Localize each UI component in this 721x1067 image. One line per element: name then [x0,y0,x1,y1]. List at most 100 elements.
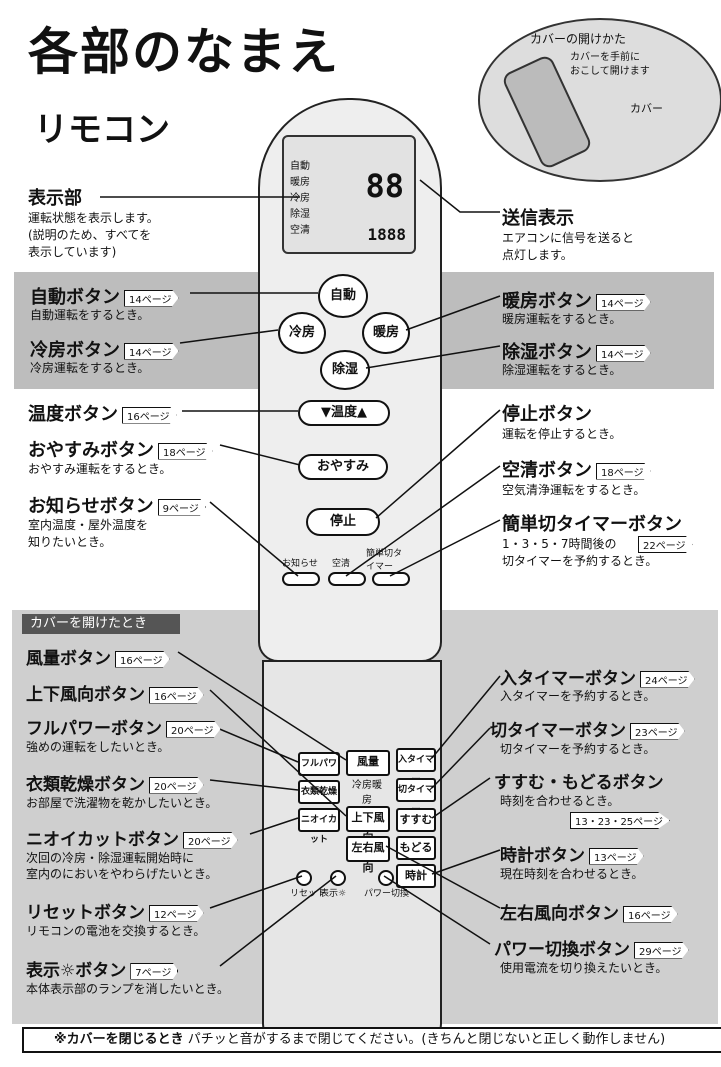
cover-inset-label: カバー [630,102,663,115]
on-timer-button-page: 24ページ [640,670,695,688]
lcd-row: 冷房 [290,193,310,204]
display-label: 表示部 [28,188,82,209]
dry-button-desc: 除湿運転をするとき。 [502,363,622,377]
odor-button-title: ニオイカットボタン [26,830,179,850]
temp-down-icon[interactable]: ▼ [320,405,331,420]
lcd-digits: 88 [365,167,404,205]
footer-note: ※カバーを閉じるとき パチッと音がするまで閉じてください。(きちんと閉じないと正… [22,1027,721,1053]
sleep-button-page: 18ページ [158,442,213,460]
on-timer-button-title: 入タイマーボタン [500,669,636,689]
stop-key[interactable]: 停止 [306,508,380,536]
page-title: 各部のなまえ [28,23,340,81]
odor-button-desc-2: 室内のにおいをやわらげたいとき。 [26,867,218,881]
display-button-title: 表示☼ボタン [26,961,127,981]
advance-button-page: 13・23・25ページ [570,812,670,829]
display-desc-3: 表示しています) [28,245,117,259]
page-subtitle: リモコン [34,110,170,150]
advance-key[interactable]: すすむ [396,808,436,832]
off-timer-button-title: 切タイマーボタン [490,721,626,741]
horizontal-button-title: 左右風向ボタン [500,904,619,924]
auto-button-desc: 自動運転をするとき。 [30,308,150,322]
horizontal-key[interactable]: 左右風向 [346,836,390,874]
clothes-button-desc: お部屋で洗濯物を乾かしたいとき。 [26,796,218,810]
sleep-button-title: おやすみボタン [28,440,154,461]
easy-timer-button-desc-1: 1・3・5・7時間後の [502,537,617,551]
display-button-desc: 本体表示部のランプを消したいとき。 [26,982,230,996]
sleep-key[interactable]: おやすみ [298,454,388,480]
clean-key[interactable] [328,572,366,586]
power-switch-button-page: 29ページ [634,941,689,959]
lcd-row: 除湿 [290,209,310,220]
back-key[interactable]: もどる [396,836,436,860]
temp-button-page: 16ページ [122,406,177,424]
clock-key[interactable]: 時計 [396,864,436,888]
clean-button-title: 空清ボタン [502,460,592,481]
temp-up-icon[interactable]: ▲ [357,405,367,420]
fullpower-button-desc: 強めの運転をしたいとき。 [26,740,170,754]
notify-key[interactable] [282,572,320,586]
clock-button-desc: 現在時刻を合わせるとき。 [500,867,644,881]
on-timer-button-desc: 入タイマーを予約するとき。 [500,689,656,703]
off-timer-button-desc: 切タイマーを予約するとき。 [500,742,656,756]
clothes-button-title: 衣類乾燥ボタン [26,775,145,795]
stop-button-desc: 運転を停止するとき。 [502,427,622,441]
fan-key[interactable]: 風量 [346,750,390,776]
lcd-row: 自動 [290,161,310,172]
dry-button-title: 除湿ボタン [502,342,592,363]
vertical-button-page: 16ページ [149,686,204,704]
clothes-button-page: 20ページ [149,776,204,794]
fullpower-button-page: 20ページ [166,720,221,738]
advance-button-desc: 時刻を合わせるとき。 [500,794,620,808]
advance-button-page-wrap: 13・23・25ページ [566,810,670,829]
easy-timer-button-page-wrap: 22ページ [634,534,693,553]
notify-button-desc-1: 室内温度・屋外温度を [28,518,149,532]
lcd-row: 暖房 [290,177,310,188]
dry-key[interactable]: 除湿 [320,350,370,390]
temp-button-title: 温度ボタン [28,404,118,425]
clock-button-title: 時計ボタン [500,846,585,866]
cover-inset-title: カバーの開けかた [530,32,627,46]
fullpower-button-title: フルパワーボタン [26,719,162,739]
easy-timer-button-page: 22ページ [638,536,693,553]
cover-inset: カバーの開けかた カバーを手前に おこして開けます カバー [478,18,721,182]
power-switch-button-desc: 使用電流を切り換えたいとき。 [500,961,668,975]
display-key-label: 表示☼ [320,889,347,899]
cool-key[interactable]: 冷房 [278,312,326,354]
sleep-button-desc: おやすみ運転をするとき。 [28,462,172,476]
easy-timer-key[interactable] [372,572,410,586]
mode-key-label: 冷房暖房 [352,780,382,806]
heat-button-desc: 暖房運転をするとき。 [502,312,622,326]
temp-key[interactable]: ▼温度▲ [298,400,390,426]
footer-text: パチッと音がするまで閉じてください。(きちんと閉じないと正しく動作しません) [187,1032,666,1047]
vertical-button-title: 上下風向ボタン [26,685,145,705]
odor-key[interactable]: ニオイカット [298,808,340,845]
off-timer-button-page: 23ページ [630,722,685,740]
send-display-desc-2: 点灯します。 [502,248,573,262]
reset-button-desc: リモコンの電池を交換するとき。 [26,924,206,938]
auto-button-page: 14ページ [124,289,179,307]
auto-key[interactable]: 自動 [318,274,368,318]
horizontal-button-page: 16ページ [623,905,678,923]
cool-button-title: 冷房ボタン [30,340,120,361]
display-hole[interactable] [330,870,346,886]
cool-button-page: 14ページ [124,342,179,360]
fan-button-title: 風量ボタン [26,649,111,669]
notify-key-label: お知らせ [282,559,318,569]
heat-button-page: 14ページ [596,293,651,311]
power-switch-key-label: パワー切換 [364,889,410,899]
heat-key[interactable]: 暖房 [362,312,410,354]
